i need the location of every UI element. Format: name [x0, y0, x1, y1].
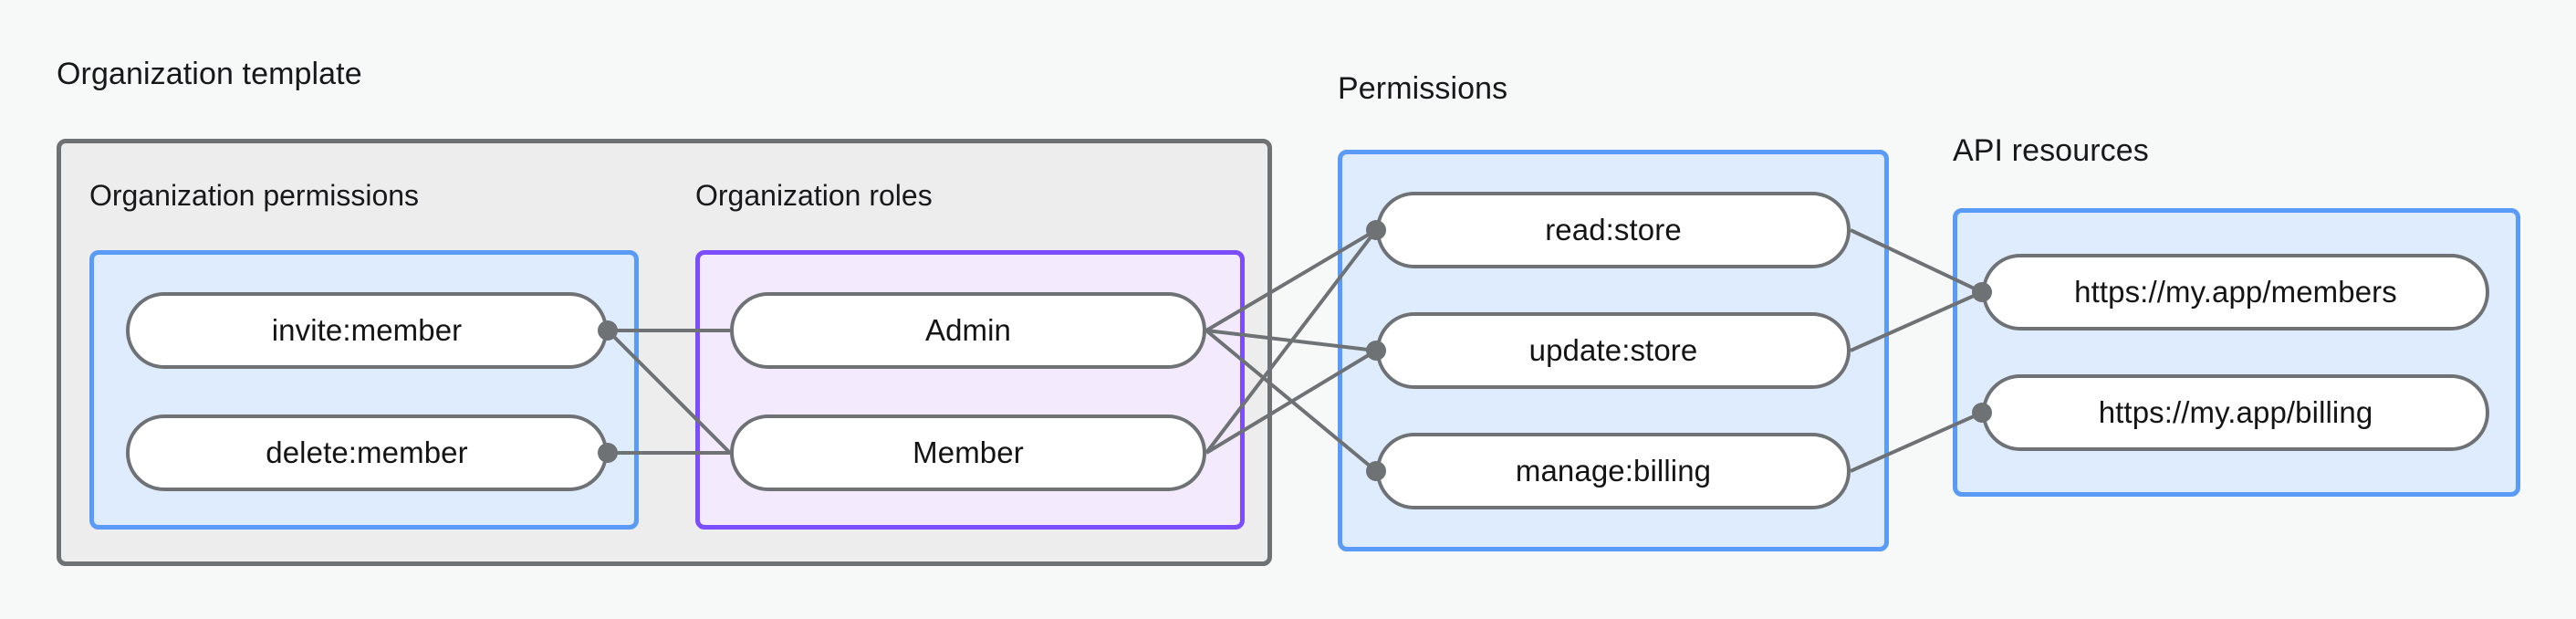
node-read-store[interactable]: read:store	[1376, 192, 1851, 268]
node-billing-url[interactable]: https://my.app/billing	[1982, 374, 2489, 451]
section-title-organization-template: Organization template	[57, 57, 362, 91]
node-update-store[interactable]: update:store	[1376, 312, 1851, 389]
node-invite-member-label: invite:member	[271, 313, 463, 347]
section-title-api-resources: API resources	[1953, 133, 2149, 168]
node-members-url[interactable]: https://my.app/members	[1982, 254, 2489, 330]
node-update-store-label: update:store	[1528, 333, 1698, 367]
group-title-organization-permissions: Organization permissions	[89, 179, 420, 212]
node-invite-member[interactable]: invite:member	[126, 292, 608, 369]
node-manage-billing-label: manage:billing	[1515, 454, 1712, 488]
node-members-url-label: https://my.app/members	[2074, 275, 2397, 309]
node-delete-member[interactable]: delete:member	[126, 414, 608, 491]
node-admin-label: Admin	[924, 313, 1012, 347]
section-title-permissions: Permissions	[1338, 71, 1508, 106]
node-manage-billing[interactable]: manage:billing	[1376, 433, 1851, 509]
node-read-store-label: read:store	[1545, 213, 1682, 247]
node-member[interactable]: Member	[730, 414, 1206, 491]
group-title-organization-roles: Organization roles	[695, 179, 933, 212]
node-billing-url-label: https://my.app/billing	[2098, 395, 2373, 429]
node-delete-member-label: delete:member	[266, 435, 468, 469]
node-admin[interactable]: Admin	[730, 292, 1206, 369]
section-api-resources	[1953, 208, 2520, 497]
node-member-label: Member	[913, 435, 1024, 469]
